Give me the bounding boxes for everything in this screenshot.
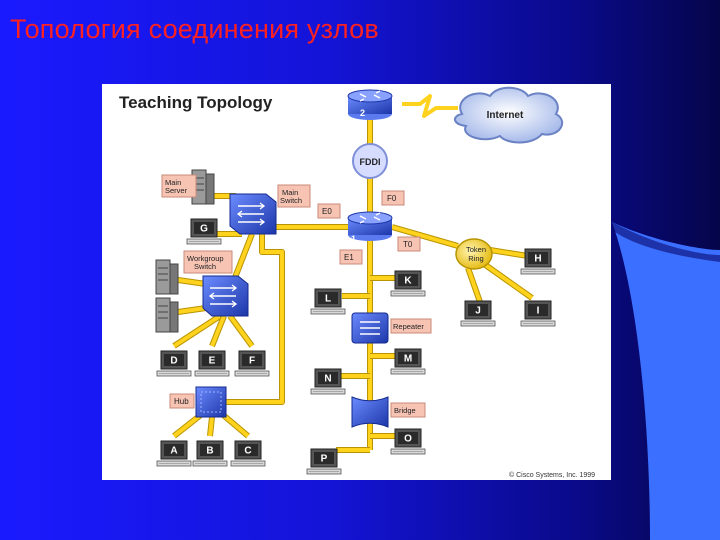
bridge-label: Bridge <box>394 406 416 415</box>
token-ring: Token Ring <box>455 238 493 270</box>
host-l: L <box>310 288 346 315</box>
main-switch-label-1: Main <box>282 188 298 197</box>
host-i-label: I <box>537 306 540 317</box>
repeater-device <box>351 312 389 344</box>
token-ring-label-2: Ring <box>468 254 483 263</box>
host-j-label: J <box>475 306 481 317</box>
host-i: I <box>520 300 556 327</box>
host-layer: A B C D E F G H I J K L M N O P <box>156 218 556 475</box>
host-n: N <box>310 368 346 395</box>
label-main-server: Main Server <box>161 174 197 198</box>
router-2-label: 2 <box>360 108 365 118</box>
fddi-ring: FDDI <box>352 143 388 179</box>
label-hub: Hub <box>169 393 195 409</box>
repeater-label: Repeater <box>393 322 424 331</box>
token-ring-label-1: Token <box>466 245 486 254</box>
host-g-label: G <box>200 224 208 235</box>
host-d: D <box>156 350 192 377</box>
hub-device <box>195 386 227 418</box>
decor-swoosh <box>612 222 720 540</box>
main-server-label-2: Server <box>165 186 188 195</box>
cable-wg-server2 <box>177 306 207 314</box>
serial-link <box>402 94 458 118</box>
router-1-label: 1 <box>351 234 356 244</box>
host-g: G <box>186 218 222 245</box>
topology-svg: Teaching Topology Internet FDDI 2 <box>119 86 595 479</box>
router-2: 2 <box>347 89 393 120</box>
cable-router1-token <box>391 225 459 248</box>
main-switch <box>229 193 277 235</box>
diagram-title: Teaching Topology <box>119 93 273 112</box>
label-repeater: Repeater <box>390 318 432 334</box>
workgroup-switch <box>202 275 249 317</box>
label-main-switch: Main Switch <box>277 184 311 208</box>
label-f0: F0 <box>381 190 405 206</box>
cable-layer <box>172 116 534 453</box>
port-f0-label: F0 <box>387 194 397 203</box>
cable-wg-f <box>228 314 254 348</box>
cable-hub-a <box>172 412 204 438</box>
port-e1-label: E1 <box>344 253 354 262</box>
host-e: E <box>194 350 230 377</box>
workgroup-server-2-icon <box>155 297 179 333</box>
router-1: 1 <box>347 211 393 244</box>
main-switch-label-2: Switch <box>280 196 302 205</box>
label-t0: T0 <box>397 236 421 252</box>
host-k-label: K <box>404 276 412 287</box>
host-a: A <box>156 440 192 467</box>
host-d-label: D <box>170 356 177 367</box>
port-t0-label: T0 <box>403 240 413 249</box>
workgroup-switch-label-1: Workgroup <box>187 254 224 263</box>
host-b: B <box>192 440 228 467</box>
host-p-label: P <box>321 454 328 465</box>
cable-wg-d <box>172 314 222 348</box>
host-o: O <box>390 428 426 455</box>
host-h-label: H <box>534 254 541 265</box>
host-n-label: N <box>324 374 331 385</box>
host-h: H <box>520 248 556 275</box>
cable-hub-c <box>220 412 250 438</box>
cable-wg-server1 <box>177 278 207 286</box>
internet-cloud: Internet <box>454 86 563 144</box>
host-j: J <box>460 300 496 327</box>
label-e0: E0 <box>317 203 341 219</box>
internet-label: Internet <box>487 110 524 121</box>
slide-title: Топология соединения узлов <box>10 14 379 44</box>
label-bridge: Bridge <box>390 402 426 418</box>
label-e1: E1 <box>339 249 363 265</box>
cable-switch-hub-feed <box>226 234 284 404</box>
workgroup-server-1-icon <box>155 259 179 295</box>
host-a-label: A <box>170 446 177 457</box>
decor-swoosh-shadow <box>612 222 720 262</box>
cable-token-h <box>489 248 529 258</box>
main-server-label-1: Main <box>165 178 181 187</box>
copyright-text: © Cisco Systems, Inc. 1999 <box>509 471 595 479</box>
host-p: P <box>306 448 342 475</box>
host-c-label: C <box>244 446 251 457</box>
workgroup-switch-label-2: Switch <box>194 262 216 271</box>
topology-diagram: Teaching Topology Internet FDDI 2 <box>102 84 611 480</box>
host-l-label: L <box>325 294 331 305</box>
host-k: K <box>390 270 426 297</box>
host-m: M <box>390 348 426 375</box>
cable-hub-b <box>208 416 214 437</box>
host-b-label: B <box>206 446 213 457</box>
host-f-label: F <box>249 356 255 367</box>
host-m-label: M <box>404 354 412 365</box>
host-f: F <box>234 350 270 377</box>
hub-label: Hub <box>174 397 189 406</box>
host-e-label: E <box>209 356 216 367</box>
port-e0-label: E0 <box>322 207 332 216</box>
host-c: C <box>230 440 266 467</box>
cable-token-i <box>482 262 534 300</box>
label-workgroup-switch: Workgroup Switch <box>183 250 233 274</box>
cable-token-j <box>466 267 482 303</box>
bridge-device <box>351 396 389 428</box>
cable-wg-e <box>210 315 226 347</box>
cable-switch-workgroup <box>232 233 254 281</box>
host-o-label: O <box>404 434 412 445</box>
fddi-label: FDDI <box>360 157 381 167</box>
